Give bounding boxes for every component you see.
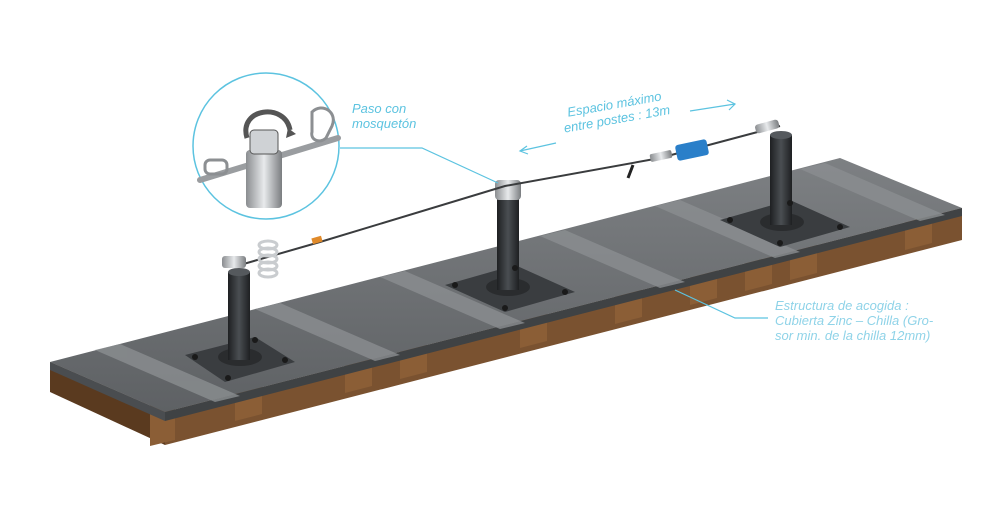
label-estructura-de-acogida: Estructura de acogida : Cubierta Zinc – …	[775, 298, 933, 343]
lifeline-cable	[222, 119, 781, 279]
paso-leader-line	[340, 147, 499, 184]
label-line: Estructura de acogida :	[775, 298, 909, 313]
carabiner-detail-inset	[192, 72, 341, 220]
label-line: Cubierta Zinc – Chilla (Gro-	[775, 313, 934, 328]
spacing-arrow-right	[689, 103, 736, 112]
label-line: mosquetón	[352, 116, 417, 131]
post-left	[185, 268, 295, 382]
post-right	[720, 131, 850, 247]
shock-absorber-spring	[257, 239, 279, 279]
label-line: Paso con	[352, 101, 407, 116]
label-paso-con-mosqueton: Paso con mosquetón	[352, 101, 416, 131]
annotation-lines	[340, 99, 768, 319]
estructura-leader-line	[674, 289, 768, 319]
label-line: sor min. de la chilla 12mm)	[775, 328, 931, 343]
spacing-arrow-left	[519, 142, 557, 152]
cable-tensioner	[626, 119, 780, 179]
